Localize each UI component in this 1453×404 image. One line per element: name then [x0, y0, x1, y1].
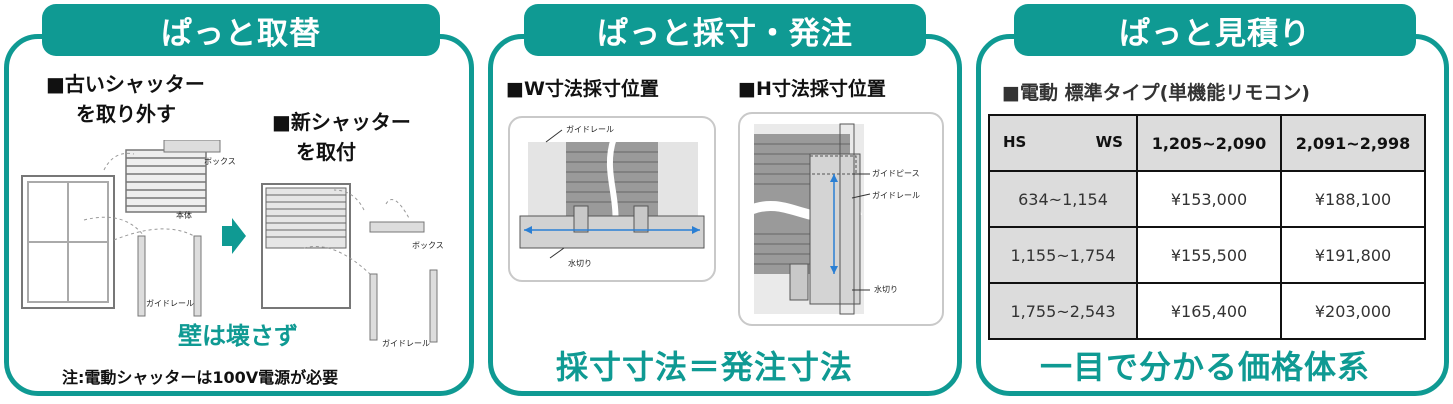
- h-measure-heading: ■H寸法採寸位置: [738, 78, 886, 100]
- row-header: 1,755~2,543: [988, 282, 1138, 340]
- corner-hs-label: HS: [1003, 133, 1027, 151]
- old-shutter-heading-2: を取り外す: [76, 102, 176, 126]
- new-box: [369, 221, 425, 233]
- panel-title-measure: ぱっと採寸・発注: [524, 4, 926, 56]
- old-window-frame: [21, 175, 115, 309]
- price-cell: ¥188,100: [1280, 170, 1426, 228]
- price-table-corner: HS WS: [988, 114, 1138, 172]
- table-row: 1,155~1,754 ¥155,500 ¥191,800: [988, 226, 1426, 284]
- table-row: 634~1,154 ¥153,000 ¥188,100: [988, 170, 1426, 228]
- panel-title-estimate: ぱっと見積り: [1014, 4, 1416, 56]
- label-guide-rail-new: ガイドレール: [382, 339, 430, 348]
- price-cell: ¥165,400: [1136, 282, 1282, 340]
- arrow-right-icon: [222, 218, 246, 254]
- new-shutter-curtain: [265, 187, 347, 249]
- slogan-measure-equals-order: 採寸寸法＝発注寸法: [556, 348, 854, 386]
- old-shutter-body: [125, 149, 207, 213]
- replacement-illustration: [21, 140, 438, 343]
- new-shutter-heading-1: ■新シャッター: [272, 110, 411, 134]
- price-cell: ¥203,000: [1280, 282, 1426, 340]
- old-rail-right: [193, 235, 202, 317]
- slogan-no-wall-break: 壁は壊さず: [178, 322, 298, 350]
- w-measure-diagram: ガイドレール 水切り: [508, 116, 716, 282]
- label-box-old: ボックス: [204, 157, 236, 166]
- corner-ws-label: WS: [1095, 133, 1123, 151]
- new-rail-right: [429, 269, 438, 343]
- w-measure-heading: ■W寸法採寸位置: [506, 78, 659, 100]
- h-label-guide-rail: ガイドレール: [872, 191, 920, 200]
- panel-title-replace: ぱっと取替: [42, 4, 440, 56]
- h-measure-diagram: ガイドピース ガイドレール 水切り: [738, 112, 944, 326]
- slogan-price-system: 一目で分かる価格体系: [1040, 348, 1371, 386]
- old-shutter-heading-1: ■古いシャッター: [46, 72, 205, 96]
- label-guide-rail-old: ガイドレール: [146, 299, 194, 308]
- new-window-frame: [261, 183, 351, 309]
- table-row: 1,755~2,543 ¥165,400 ¥203,000: [988, 282, 1426, 340]
- price-cell: ¥191,800: [1280, 226, 1426, 284]
- column-header: 1,205~2,090: [1136, 114, 1282, 172]
- power-note: 注:電動シャッターは100V電源が必要: [62, 368, 339, 387]
- row-header: 634~1,154: [988, 170, 1138, 228]
- old-rail-left: [137, 235, 146, 317]
- new-rail-left: [369, 273, 378, 341]
- h-label-water-cut: 水切り: [874, 285, 898, 294]
- new-shutter-heading-2: を取付: [296, 140, 356, 164]
- price-cell: ¥155,500: [1136, 226, 1282, 284]
- price-table-header-row: HS WS 1,205~2,090 2,091~2,998: [988, 114, 1426, 172]
- w-label-water-cut: 水切り: [568, 259, 592, 268]
- column-header: 2,091~2,998: [1280, 114, 1426, 172]
- row-header: 1,155~1,754: [988, 226, 1138, 284]
- w-label-guide-rail: ガイドレール: [566, 125, 614, 134]
- h-label-guide-piece: ガイドピース: [872, 169, 920, 178]
- label-body: 本体: [176, 211, 192, 220]
- estimate-heading: ■電動 標準タイプ(単機能リモコン): [1002, 82, 1310, 104]
- price-cell: ¥153,000: [1136, 170, 1282, 228]
- old-box: [163, 140, 221, 153]
- price-table: HS WS 1,205~2,090 2,091~2,998 634~1,154 …: [988, 114, 1426, 340]
- label-box-new: ボックス: [412, 241, 444, 250]
